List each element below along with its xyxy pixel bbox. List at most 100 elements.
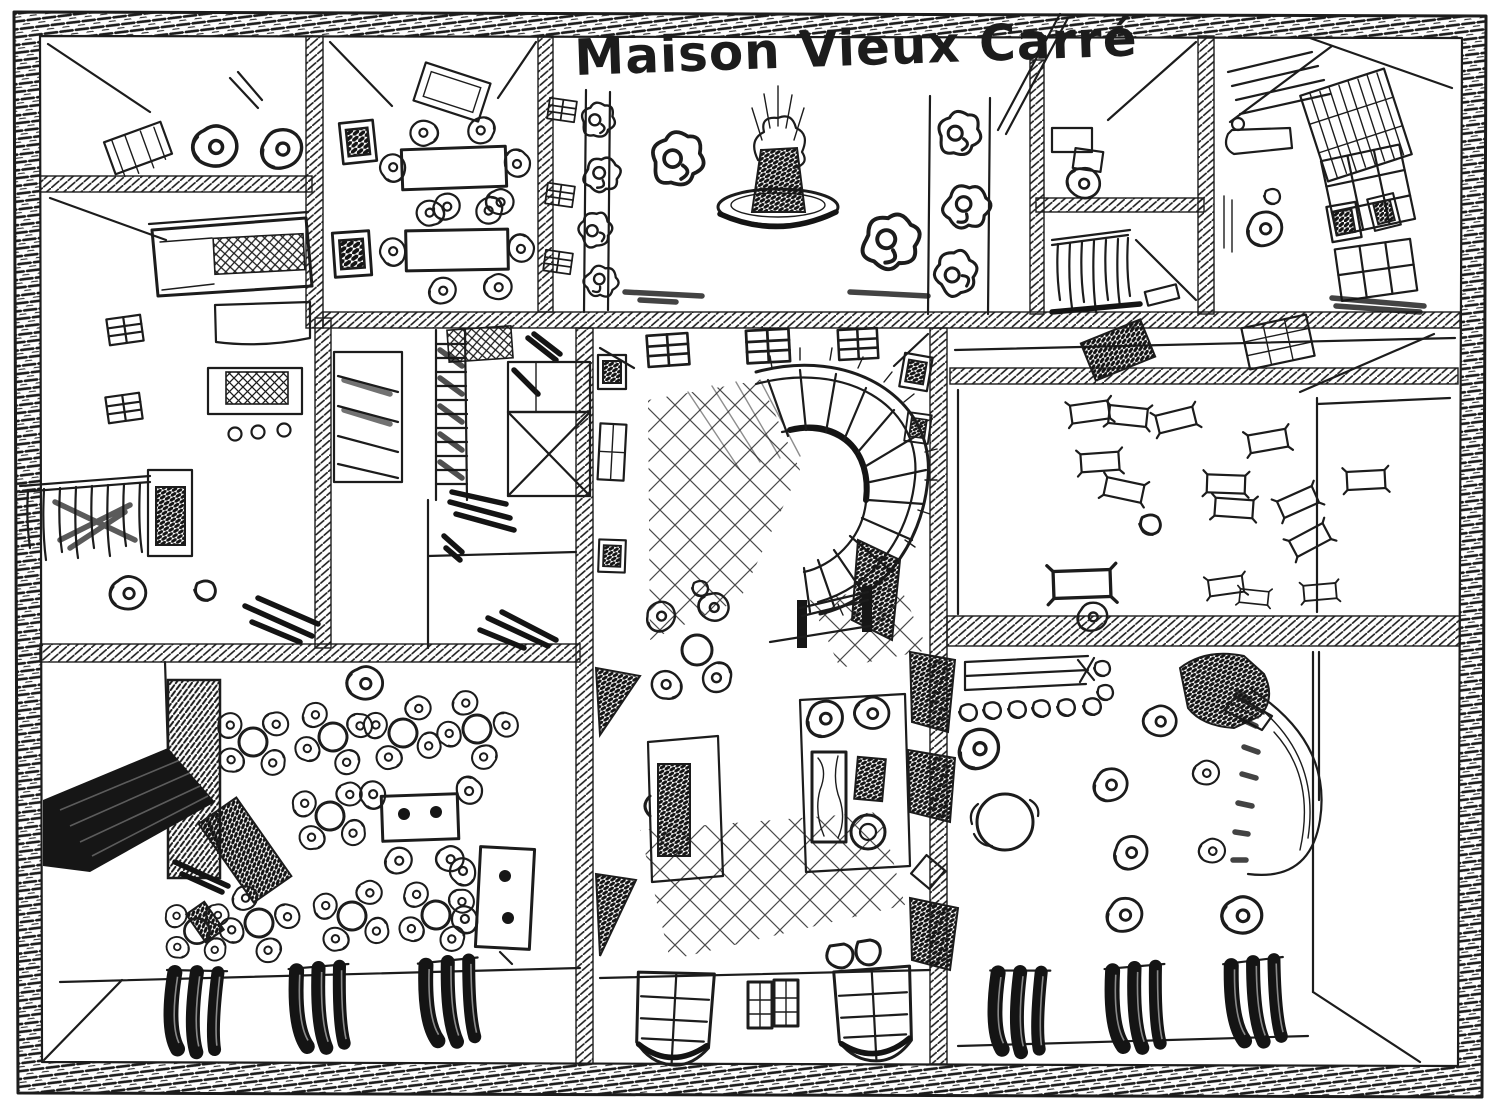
- drape: [908, 650, 957, 734]
- bench: [1282, 516, 1338, 564]
- stove-knob: [250, 424, 266, 440]
- inner-wall: [1311, 650, 1321, 994]
- wall: [1197, 35, 1215, 315]
- fountain-basin-shadow: [717, 209, 839, 230]
- window-shadow: [288, 964, 351, 1049]
- vine: [573, 206, 618, 252]
- chair: [428, 188, 465, 225]
- room-corner-line: [46, 42, 152, 114]
- kitchen: [18, 300, 321, 645]
- stool: [1262, 187, 1282, 206]
- stair-shading: [437, 347, 465, 481]
- bench: [1143, 283, 1181, 307]
- chair: [503, 148, 532, 178]
- inner-wall-outline: [38, 34, 1464, 1068]
- window-shadow: [418, 957, 482, 1043]
- room-corner-line: [1298, 332, 1436, 394]
- shelf-edges: [1226, 44, 1334, 124]
- large-desk: [1045, 561, 1119, 607]
- desk: [1050, 126, 1094, 154]
- chair: [380, 843, 416, 878]
- chair: [1102, 894, 1147, 936]
- cafe-table-set: [638, 579, 739, 708]
- chair-back: [643, 794, 652, 818]
- light-shading: [687, 379, 801, 471]
- rect-table-vertical: [448, 845, 537, 966]
- closet-base: [1049, 301, 1143, 315]
- chair: [106, 572, 150, 614]
- fountain-pedestal: [750, 146, 807, 213]
- bar-stool: [1055, 698, 1077, 718]
- chair: [1106, 829, 1154, 876]
- room-corner-line: [1308, 36, 1454, 90]
- vine-trellis-left: [573, 88, 628, 314]
- skylight: [1240, 313, 1316, 371]
- small-double-door: [746, 978, 800, 1030]
- piano-lid-curve: [1246, 688, 1323, 876]
- room-corner-line: [328, 40, 538, 108]
- desk: [1341, 464, 1391, 496]
- closet-door: [146, 468, 194, 558]
- french-door: [832, 964, 913, 1063]
- bush: [651, 130, 706, 187]
- armchair: [950, 721, 1007, 777]
- service-stairs: [434, 328, 517, 533]
- chair: [1240, 205, 1289, 252]
- stool: [1138, 513, 1162, 536]
- room-corner-line: [1106, 40, 1198, 122]
- outer-wall: [12, 10, 1488, 1099]
- side-table-top: [858, 822, 878, 842]
- newel-post: [862, 586, 872, 632]
- dining-room: [328, 40, 578, 308]
- service-area: [332, 324, 592, 651]
- window-shadow: [1223, 957, 1289, 1044]
- wall: [1029, 59, 1045, 315]
- bar-stool: [1081, 697, 1103, 717]
- drape: [594, 872, 638, 957]
- chair: [424, 273, 460, 308]
- stove: [206, 366, 304, 442]
- wardrobe: [18, 468, 194, 562]
- stool: [193, 579, 217, 602]
- skylight: [412, 61, 492, 123]
- chair: [376, 235, 409, 269]
- louver-cabinet: [332, 350, 404, 484]
- door-swing: [1134, 238, 1198, 302]
- chair: [449, 904, 480, 936]
- wall-frame: [898, 351, 934, 393]
- bar-stool: [1092, 659, 1112, 678]
- chair: [644, 663, 688, 708]
- bed-pillows: [212, 232, 306, 276]
- pouf: [853, 755, 887, 803]
- bar-stool: [1030, 699, 1052, 719]
- bar-stool: [981, 701, 1003, 721]
- inner-edge-shadow: [787, 424, 870, 503]
- bottom-step: [768, 590, 872, 644]
- wall: [946, 615, 1461, 647]
- rug: [646, 734, 725, 884]
- cafe-table: [284, 693, 380, 784]
- skylight: [1079, 318, 1157, 382]
- side-table: [849, 813, 887, 851]
- chair: [1190, 757, 1222, 788]
- window-shadow: [161, 967, 227, 1054]
- tile-floor: [648, 380, 800, 640]
- desk: [1235, 584, 1273, 610]
- armchair: [186, 119, 244, 173]
- newel-post: [797, 600, 807, 648]
- cafe-room: [42, 659, 582, 1060]
- wall: [322, 311, 1461, 329]
- desk: [1209, 492, 1259, 524]
- winder-treads: [447, 489, 517, 533]
- tile-floor: [640, 812, 905, 960]
- round-table: [680, 633, 714, 667]
- wall-frame: [597, 538, 627, 574]
- wall: [575, 327, 594, 1065]
- kitchen-window: [104, 391, 144, 425]
- drape: [908, 896, 960, 972]
- wall: [305, 35, 324, 329]
- chair: [1195, 835, 1229, 866]
- outer-wall-outline: [12, 10, 1488, 1099]
- ground-shadow: [622, 289, 931, 305]
